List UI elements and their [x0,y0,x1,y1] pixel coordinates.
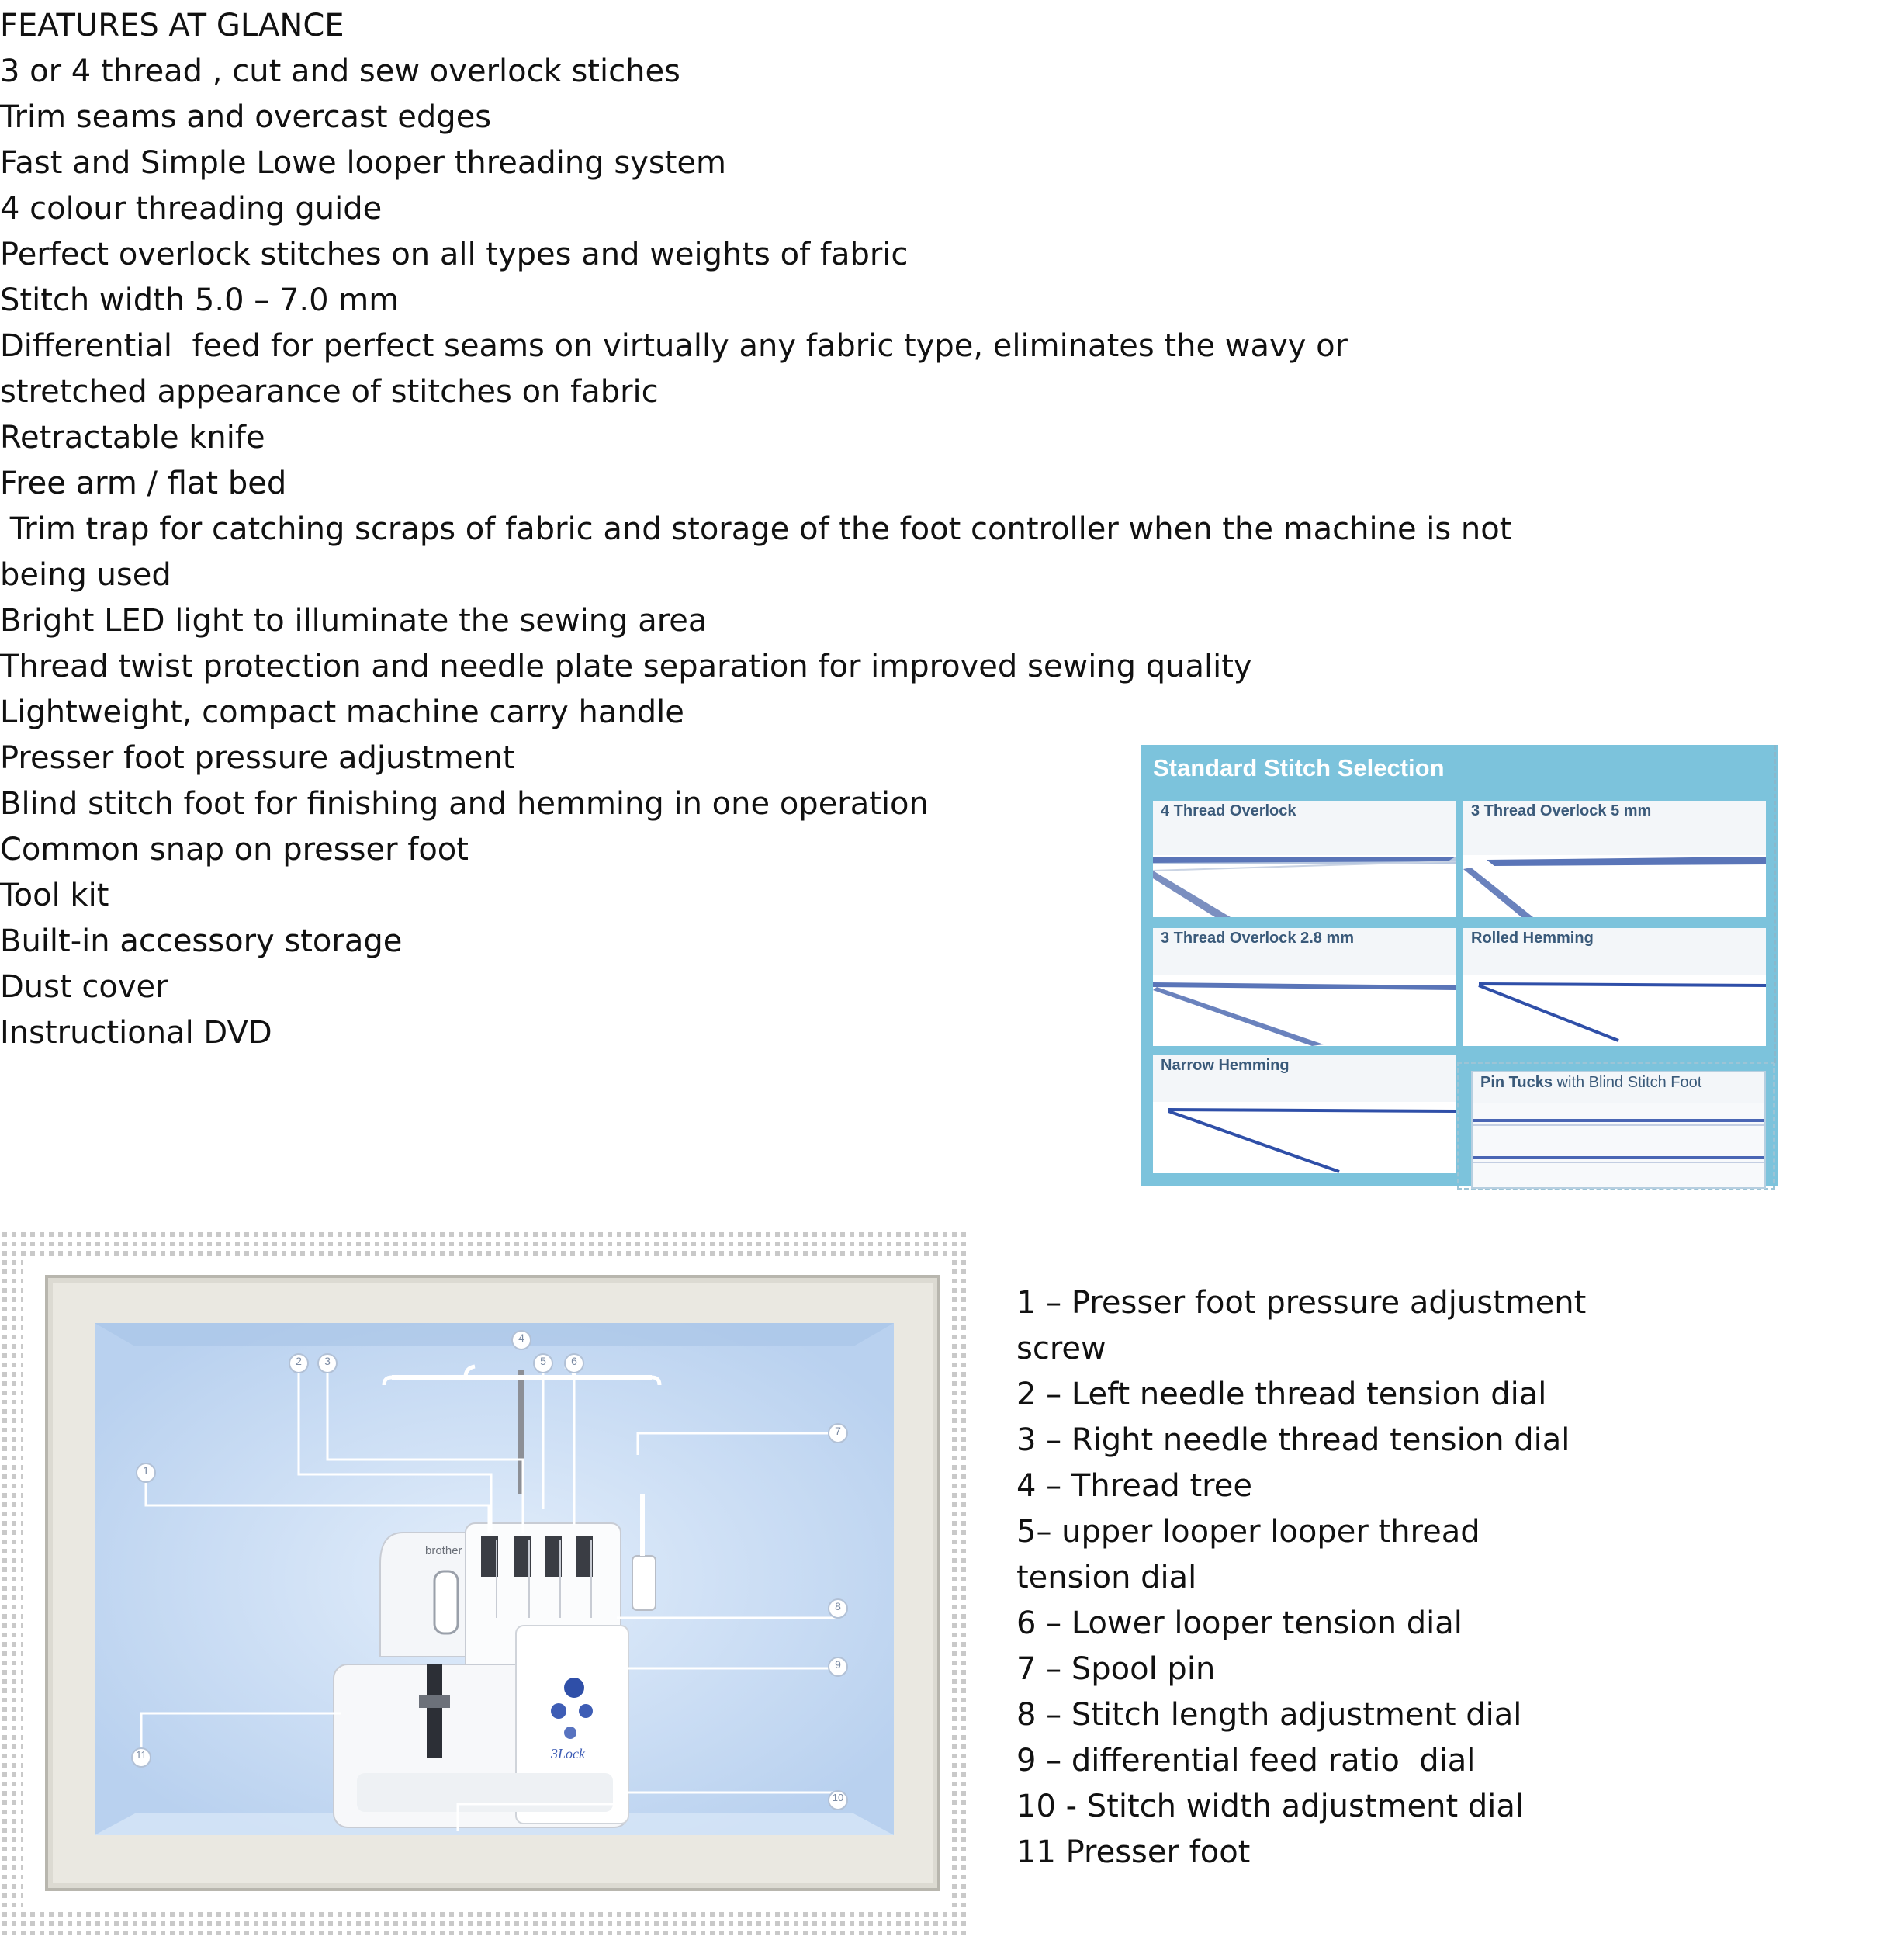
stitch-tile-pin-tucks: Pin Tucks with Blind Stitch Foot [1471,1071,1766,1189]
feature-item: Perfect overlock stitches on all types a… [0,237,909,272]
stitch-label: 4 Thread Overlock [1158,802,1299,820]
feature-item: Presser foot pressure adjustment [0,740,515,776]
stitch-label: Rolled Hemming [1469,930,1596,947]
feature-item: 3 or 4 thread , cut and sew overlock sti… [0,54,680,89]
stitch-tile-3-thread-overlock-2-8mm: 3 Thread Overlock 2.8 mm [1153,928,1456,1046]
feature-item: Lightweight, compact machine carry handl… [0,694,684,730]
legend-item: 10 - Stitch width adjustment dial [1016,1789,1525,1824]
callout-number: 2 [296,1355,302,1367]
feature-item: Thread twist protection and needle plate… [0,649,1252,684]
stitch-label: 3 Thread Overlock 5 mm [1469,802,1654,820]
feature-item: Stitch width 5.0 – 7.0 mm [0,282,400,318]
callout-number: 10 [832,1792,844,1803]
stitch-selection-panel: Standard Stitch Selection 4 Thread Overl… [1141,745,1778,1193]
machine-diagram-image [0,1230,970,1936]
feature-item: Bright LED light to illuminate the sewin… [0,603,708,639]
stitch-label: 3 Thread Overlock 2.8 mm [1158,930,1357,947]
callout-number: 9 [835,1658,841,1671]
callout-number: 11 [136,1749,147,1761]
features-list: FEATURES AT GLANCE 3 or 4 thread , cut a… [0,3,1645,1056]
callout-number: 6 [571,1355,577,1367]
callout-number: 5 [540,1355,546,1367]
callout-number: 3 [324,1355,331,1367]
callout-number: 4 [518,1332,524,1344]
legend-item: 11 Presser foot [1016,1834,1251,1870]
feature-item: Dust cover [0,969,168,1005]
machine-brand-logo: brother [425,1544,462,1557]
feature-item: Built-in accessory storage [0,923,403,959]
feature-item: Differential feed for perfect seams on v… [0,328,1358,410]
callout-number: 1 [143,1464,149,1477]
feature-item: Trim trap for catching scraps of fabric … [0,511,1522,593]
feature-item: Blind stitch foot for finishing and hemm… [0,786,929,822]
stitch-sample-image [1153,855,1456,917]
legend-item: 9 – differential feed ratio dial [1016,1743,1476,1778]
legend-item: 4 – Thread tree [1016,1468,1252,1504]
stitch-label-bold: Pin Tucks [1480,1074,1553,1091]
feature-item: Retractable knife [0,420,265,455]
feature-item: Common snap on presser foot [0,832,469,868]
feature-item: Instructional DVD [0,1015,272,1051]
stitch-label: Narrow Hemming [1158,1057,1292,1075]
stitch-sample-image [1153,975,1456,1046]
legend-item: 2 – Left needle thread tension dial [1016,1377,1547,1412]
legend-item: 1 – Presser foot pressure adjustment scr… [1016,1285,1597,1366]
panel-title: Standard Stitch Selection [1153,754,1445,781]
stitch-tile-3-thread-overlock-5mm: 3 Thread Overlock 5 mm [1463,801,1766,917]
callout-number: 8 [835,1600,841,1612]
stitch-label-light: with Blind Stitch Foot [1553,1074,1702,1091]
feature-item: Fast and Simple Lowe looper threading sy… [0,145,726,181]
feature-item: Tool kit [0,878,109,913]
stitch-tile-rolled-hemming: Rolled Hemming [1463,928,1766,1046]
legend-item: 5– upper looper looper thread tension di… [1016,1514,1490,1595]
legend-item: 3 – Right needle thread tension dial [1016,1422,1570,1458]
stitch-sample-image [1153,1102,1456,1173]
stitch-tile-4-thread-overlock: 4 Thread Overlock [1153,801,1456,917]
stitch-tile-narrow-hemming: Narrow Hemming [1153,1055,1456,1173]
feature-item: Trim seams and overcast edges [0,99,492,135]
panel-dashed-border [1457,1062,1775,1190]
machine-diagram: 1 2 3 4 5 6 7 8 9 10 11 brother 3Lock [0,1230,970,1936]
legend-item: 8 – Stitch length adjustment dial [1016,1697,1522,1733]
feature-item: Free arm / flat bed [0,466,287,501]
stitch-sample-image [1463,975,1766,1046]
stitch-sample-image [1473,1103,1764,1187]
legend-item: 6 – Lower looper tension dial [1016,1605,1463,1641]
callout-number: 7 [835,1425,841,1437]
feature-item: 4 colour threading guide [0,191,383,227]
features-heading: FEATURES AT GLANCE [0,8,344,43]
machine-parts-legend: 1 – Presser foot pressure adjustment scr… [1016,1280,1792,1875]
stitch-sample-image [1463,855,1766,917]
legend-item: 7 – Spool pin [1016,1651,1216,1687]
stitch-label: Pin Tucks with Blind Stitch Foot [1478,1074,1705,1092]
panel-dashed-border-right [1774,745,1776,1063]
machine-model-logo: 3Lock [551,1746,585,1761]
